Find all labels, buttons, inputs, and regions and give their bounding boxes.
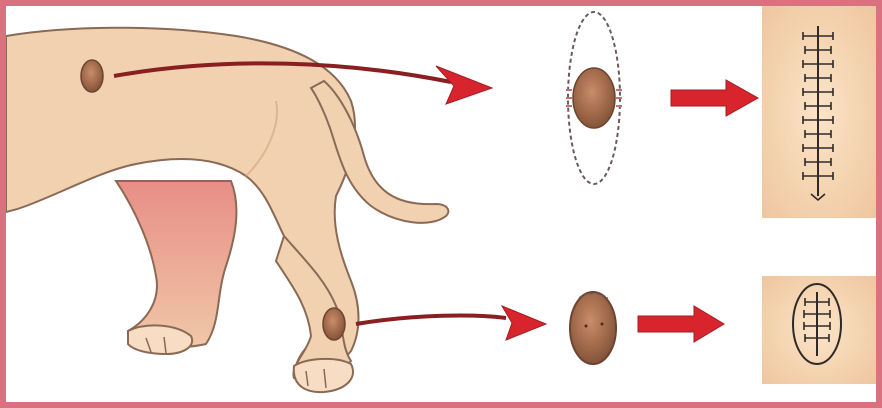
- dog-illustration: [6, 28, 448, 392]
- flank-lesion: [81, 60, 103, 92]
- small-closure-panel: [762, 276, 876, 384]
- leg-lesion: [323, 308, 345, 340]
- large-closure-panel: [762, 6, 876, 218]
- surgery-diagram: [6, 6, 876, 402]
- lower-middle-arrow: [638, 306, 724, 342]
- large-excision: [566, 12, 622, 184]
- dog-outer-paw: [294, 359, 353, 392]
- small-excision: [570, 292, 616, 364]
- dog-inner-leg: [116, 181, 236, 347]
- upper-middle-arrow: [671, 80, 758, 116]
- lower-arrow: [356, 306, 546, 340]
